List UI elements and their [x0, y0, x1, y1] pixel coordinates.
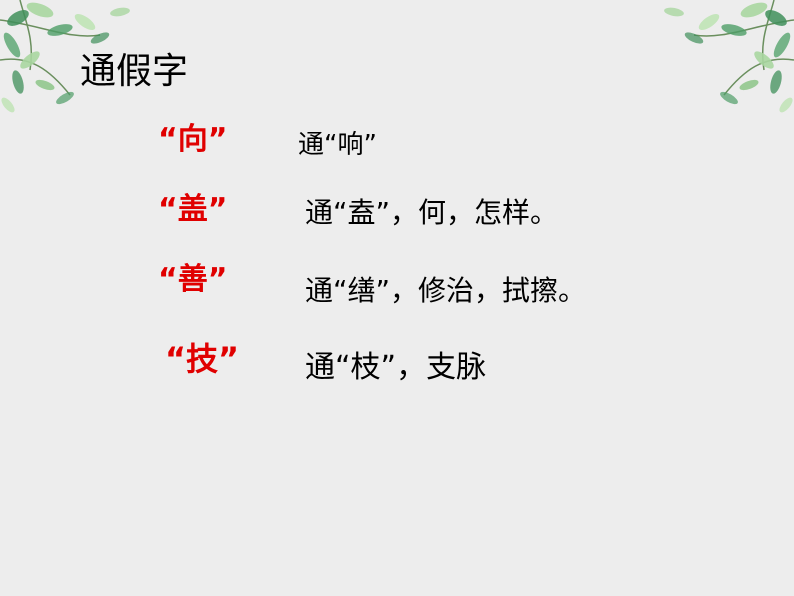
list-item: “盖” 通“盍”，何，怎样。 [0, 192, 794, 244]
term-explanation: 通“枝”，支脉 [305, 350, 487, 385]
term-explanation: 通“响” [298, 130, 377, 160]
list-item: “向” 通“响” [0, 122, 794, 174]
term-label: “向” [158, 122, 228, 157]
list-item: “善” 通“缮”，修治，拭擦。 [0, 262, 794, 314]
term-explanation: 通“盍”，何，怎样。 [305, 196, 559, 229]
leaf-branch-icon [664, 0, 794, 113]
term-explanation: 通“缮”，修治，拭擦。 [305, 274, 587, 307]
term-label: “善” [158, 262, 228, 297]
leaf-branch-icon [0, 0, 130, 113]
term-label: “技” [165, 340, 240, 378]
list-item: “技” 通“枝”，支脉 [0, 340, 794, 392]
page-title: 通假字 [80, 51, 189, 92]
term-label: “盖” [158, 192, 228, 227]
